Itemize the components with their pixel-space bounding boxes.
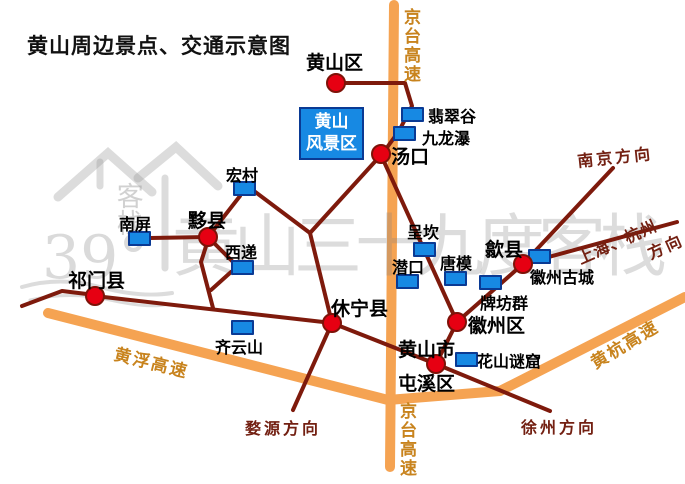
- spot-marker-feicuigu: [401, 107, 424, 122]
- road-xiuning-tunxi: [330, 321, 438, 366]
- scenic-area-label-line1: 黄山: [314, 112, 349, 133]
- road-junction-xiuning: [308, 231, 334, 325]
- huangshan-scenic-area-box: 黄山 风景区: [299, 107, 364, 160]
- spot-marker-hongcun: [233, 181, 256, 196]
- city-node-huizhouqu: [446, 311, 467, 332]
- city-node-xiuningxian: [321, 312, 342, 333]
- road-wuyuan-direction: [291, 321, 334, 412]
- road-yixian-south: [199, 238, 215, 310]
- spot-label-qiyunshan: 齐云山: [215, 338, 264, 357]
- city-node-qimenxian: [84, 285, 105, 306]
- city-label-huangshanshi: 黄山市: [398, 339, 456, 361]
- highway-label-jingtai-bottom: 京台高速: [396, 402, 416, 478]
- spot-marker-qiyunshan: [231, 320, 254, 335]
- city-node-huangshanshi: [425, 353, 446, 374]
- road-xidi-connector: [209, 270, 233, 292]
- spot-label-qiankou: 潜口: [392, 258, 425, 277]
- city-node-yixian: [197, 226, 218, 247]
- road-huizhouqu-shexian: [455, 262, 525, 324]
- spot-label-paifangqun: 牌坊群: [480, 294, 529, 313]
- road-qimen-xiuning: [93, 294, 334, 325]
- spot-marker-paifangqun: [479, 275, 502, 290]
- city-label-huizhouqu: 徽州区: [468, 315, 526, 337]
- city-label-shexian: 歙县: [485, 239, 524, 261]
- spot-label-jiulongpu: 九龙瀑: [422, 129, 471, 148]
- spot-label-huashanmiku: 花山谜窟: [477, 352, 542, 371]
- spot-label-hongcun: 宏村: [226, 166, 259, 185]
- road-junction-hongcun: [252, 189, 312, 235]
- city-label-huangshanqu: 黄山区: [306, 52, 364, 74]
- spot-marker-nanping: [128, 231, 151, 246]
- spot-label-chengkan: 呈坎: [407, 223, 440, 242]
- spot-label-nanping: 南屏: [119, 215, 152, 234]
- city-label-tunxiqu: 屯溪区: [398, 373, 456, 395]
- city-label-xiuningxian: 休宁县: [331, 298, 389, 320]
- spot-label-feicuigu: 翡翠谷: [428, 107, 477, 126]
- spot-marker-chengkan: [413, 242, 436, 257]
- city-label-yixian: 黟县: [188, 210, 227, 232]
- spot-marker-xidi: [231, 260, 254, 275]
- road-tangkou-huizhouqu: [379, 153, 459, 324]
- direction-label-xuzhou: 徐州方向: [521, 418, 598, 437]
- spot-label-tangmo: 唐模: [440, 254, 473, 273]
- spot-label-xidi: 西递: [225, 243, 258, 262]
- map-title: 黄山周边景点、交通示意图: [27, 34, 291, 58]
- spot-label-huizhougucheng: 徽州古城: [530, 268, 595, 287]
- scenic-area-label-line2: 风景区: [306, 133, 357, 154]
- city-label-qimenxian: 祁门县: [68, 270, 126, 292]
- highway-huangfu-huanghang-line: [43, 292, 685, 405]
- city-node-tangkou: [370, 143, 391, 164]
- spot-marker-tangmo: [444, 271, 467, 286]
- highway-label-jingtai-top: 京台高速: [400, 8, 420, 84]
- city-label-tangkou: 汤口: [391, 146, 430, 168]
- spot-marker-qiankou: [396, 274, 419, 289]
- city-node-shexian: [512, 253, 533, 274]
- road-nanjing-direction: [521, 166, 615, 266]
- spot-marker-huashanmiku: [455, 352, 478, 367]
- road-tangkou-junction: [308, 153, 383, 235]
- direction-label-wuyuan: 婺源方向: [245, 419, 322, 438]
- city-node-huangshanqu: [325, 72, 346, 93]
- road-xuzhou-direction: [434, 362, 552, 413]
- road-qimen-west: [20, 289, 97, 308]
- spot-marker-jiulongpu: [393, 126, 416, 141]
